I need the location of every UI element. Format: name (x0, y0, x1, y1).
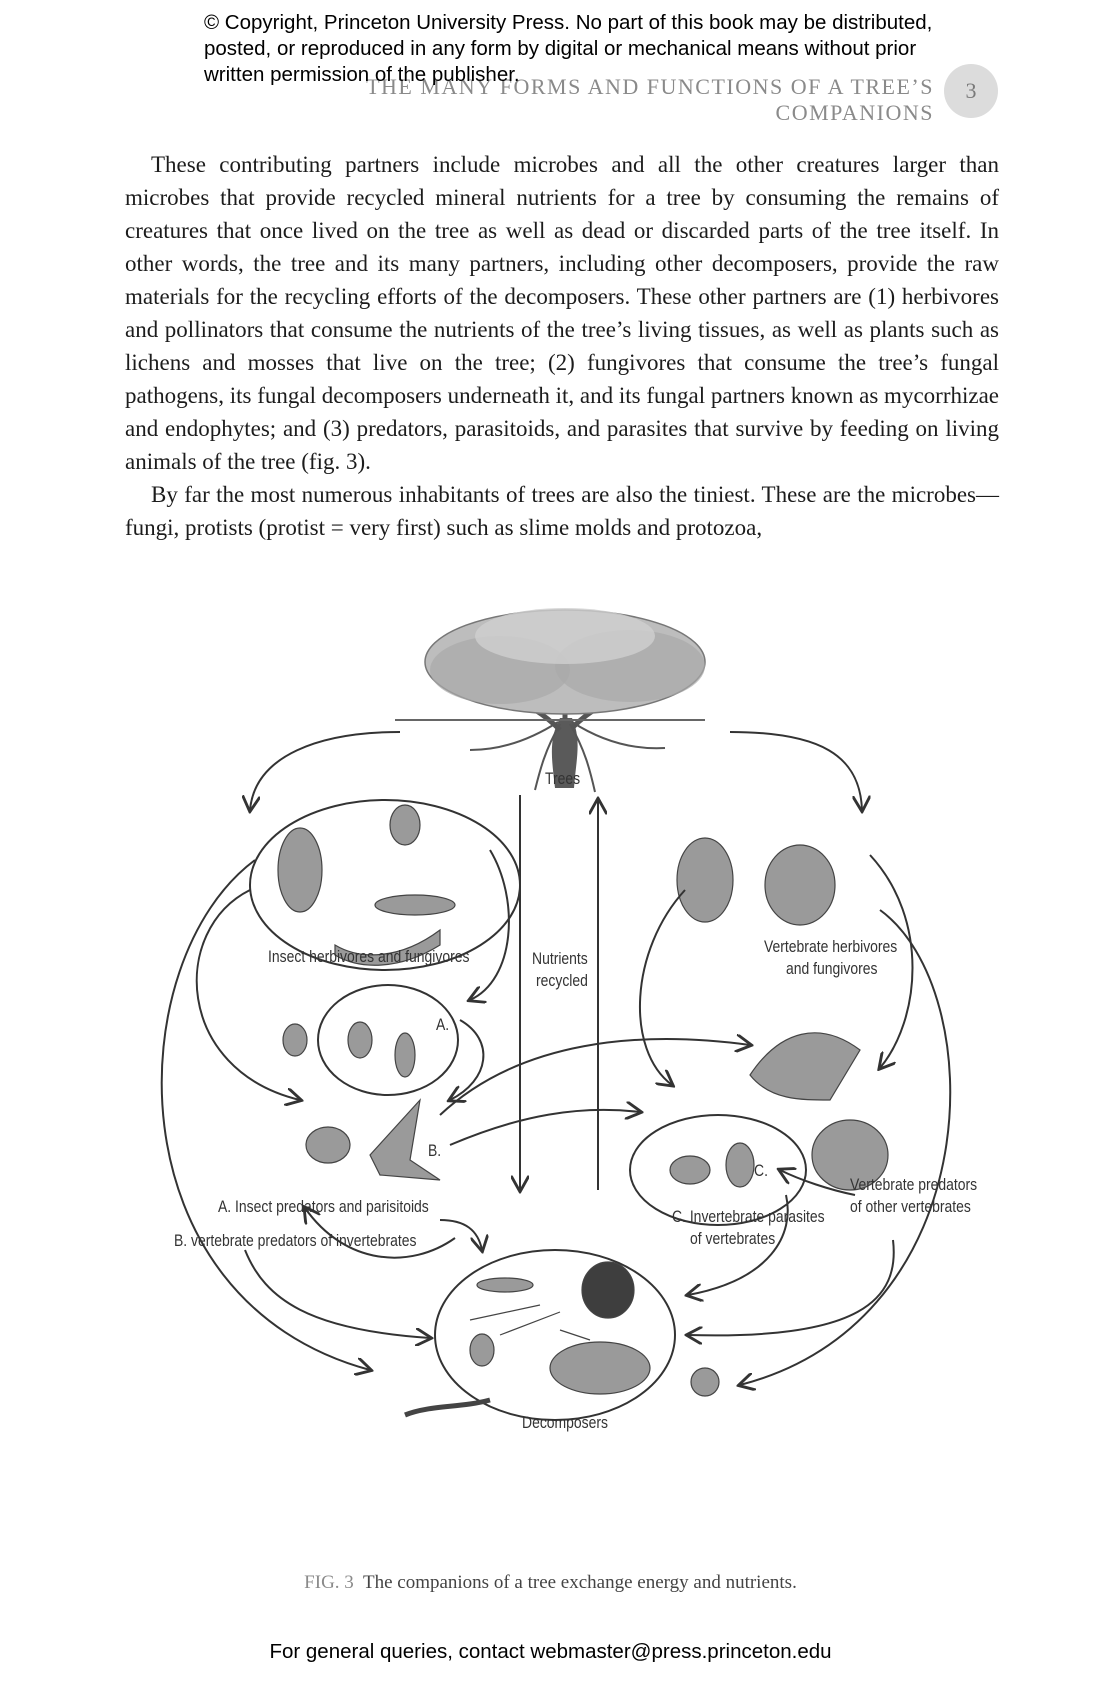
marker-c-label: C. (754, 1161, 768, 1180)
paragraph: By far the most numerous inhabitants of … (125, 482, 999, 540)
marker-b-label: B. (428, 1141, 442, 1160)
vertebrate-predators-vertebrates-label-2: of other vertebrates (850, 1197, 971, 1216)
vertebrate-herbivores-label-2: and fungivores (786, 959, 878, 978)
figure-caption-text: The companions of a tree exchange energy… (362, 1572, 797, 1593)
decomposers-label: Decomposers (522, 1413, 608, 1432)
page-number: 3 (944, 64, 998, 118)
tree-illustration (395, 608, 706, 793)
paragraph: These contributing partners include micr… (125, 152, 999, 474)
nutrients-label: Nutrients (532, 949, 588, 968)
decomposers-ellipse (434, 1249, 676, 1421)
trees-label: Trees (545, 769, 581, 788)
figure-caption-number: FIG. 3 (304, 1572, 354, 1593)
invertebrate-parasites-label-2: of vertebrates (690, 1229, 776, 1248)
food-web-figure: Trees Nutrients recycled Insect herbivor… (0, 600, 1101, 1580)
insect-herbivores-label: Insect herbivores and fungivores (268, 947, 470, 966)
insect-predators-ellipse (317, 984, 459, 1096)
energy-flow-arrows (160, 731, 952, 1385)
running-head: THE MANY FORMS AND FUNCTIONS OF A TREE’S… (366, 74, 934, 125)
vertebrate-predators-invertebrates-label: B. vertebrate predators of invertebrates (174, 1231, 417, 1250)
invertebrate-parasites-label: C. Invertebrate parasites (672, 1207, 825, 1226)
footer-contact: For general queries, contact webmaster@p… (269, 1640, 832, 1663)
invertebrate-parasites-ellipse (629, 1114, 807, 1226)
copyright-notice: © Copyright, Princeton University Press.… (204, 11, 933, 86)
creature-silhouettes (277, 804, 889, 1418)
recycled-label: recycled (536, 971, 588, 990)
vertebrate-herbivores-label: Vertebrate herbivores (764, 937, 898, 956)
body-text: These contributing partners include micr… (125, 148, 999, 544)
figure-caption: FIG. 3 The companions of a tree exchange… (0, 1572, 1101, 1594)
marker-a-label: A. (436, 1015, 450, 1034)
food-web-diagram (160, 608, 952, 1421)
vertebrate-predators-vertebrates-label: Vertebrate predators (850, 1175, 978, 1194)
insect-predators-label: A. Insect predators and parisitoids (218, 1197, 429, 1216)
